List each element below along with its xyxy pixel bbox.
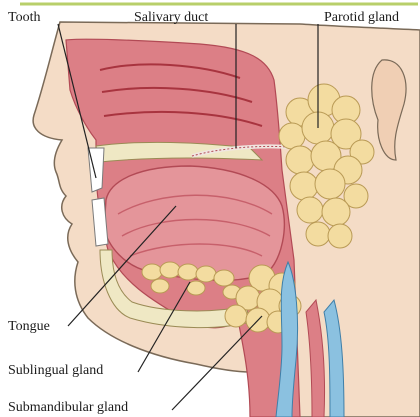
parotid-gland-label: Parotid gland	[324, 11, 399, 25]
tooth-label: Tooth	[8, 11, 40, 25]
submandibular-gland-label: Submandibular gland	[8, 401, 128, 415]
salivary-duct-label: Salivary duct	[134, 11, 208, 25]
tongue	[104, 166, 284, 280]
tongue-label: Tongue	[8, 320, 50, 334]
sublingual-gland-label: Sublingual gland	[8, 364, 103, 378]
